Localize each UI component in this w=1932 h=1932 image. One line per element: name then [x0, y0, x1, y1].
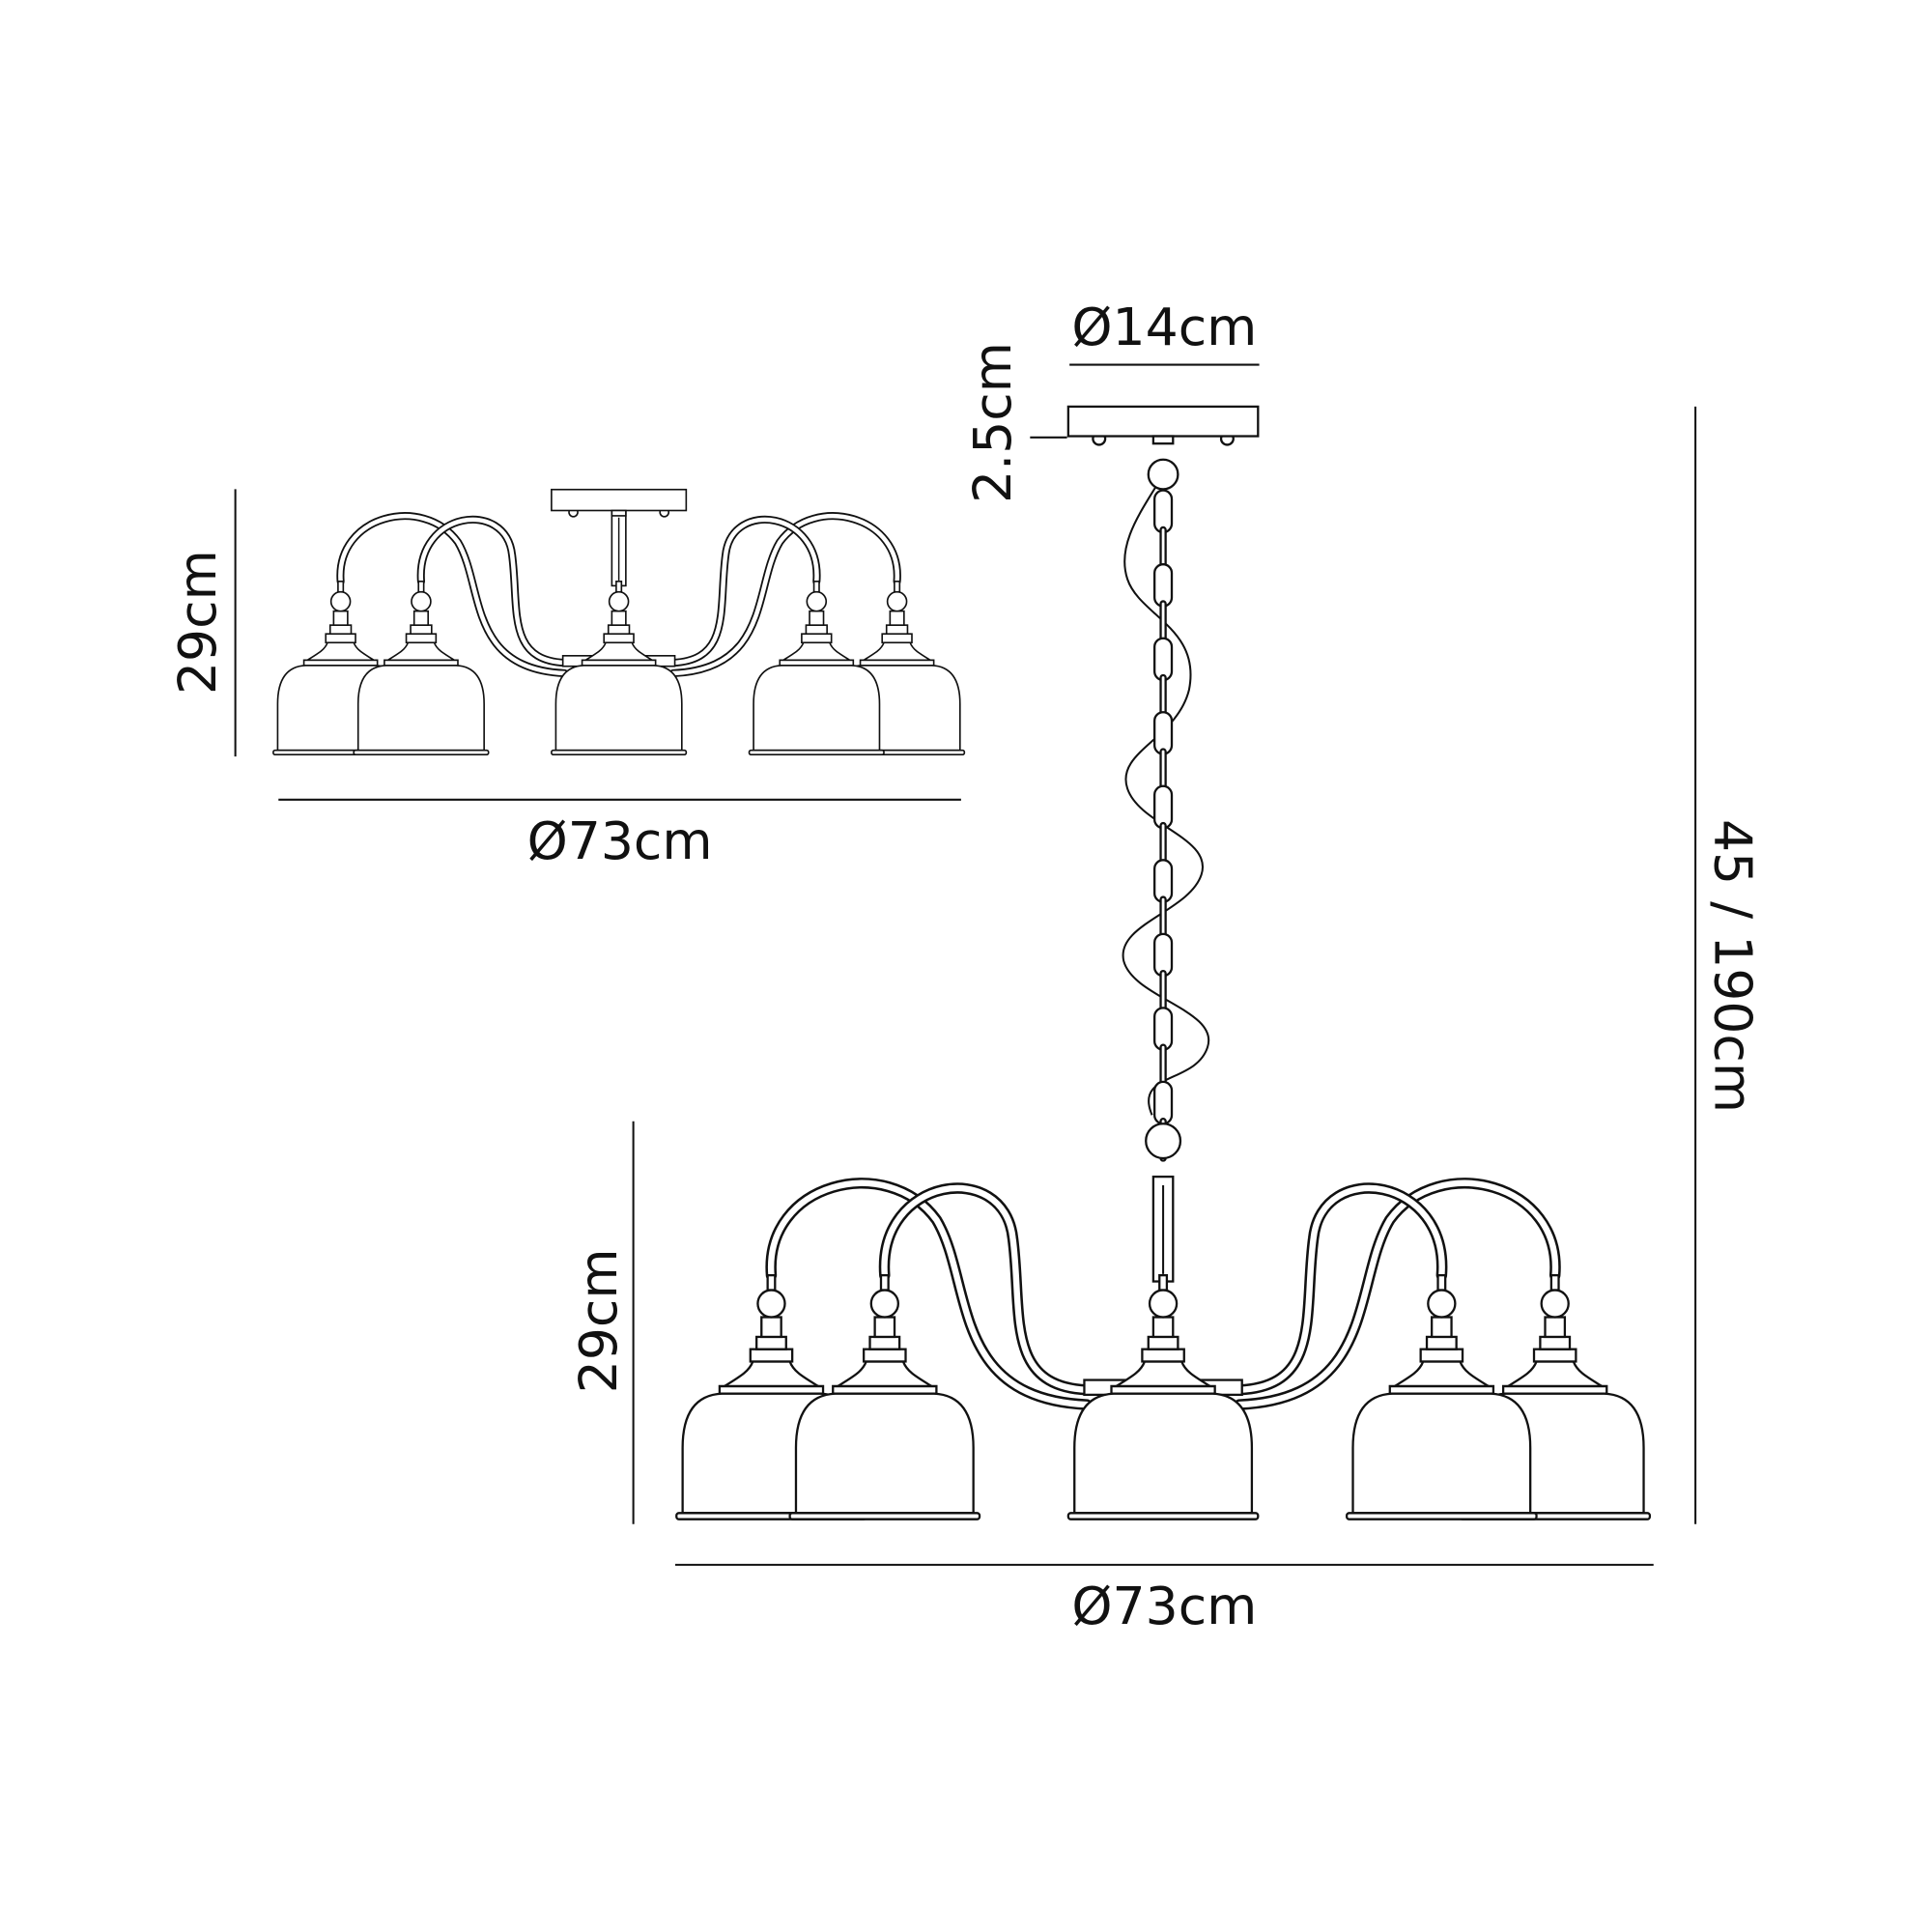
flush-diameter-label: Ø73cm [527, 810, 713, 871]
chain-link [1159, 1043, 1167, 1089]
chain-link [1159, 526, 1167, 571]
canopy-diameter-label: Ø14cm [1071, 297, 1257, 357]
flush-view: 29cm Ø73cm [167, 488, 964, 871]
overall-height-label: 45 / 190cm [1703, 819, 1764, 1113]
flush-fixture-illustration [273, 488, 964, 754]
pendant-view: Ø14cm 2.5cm 45 / 190cm 29cm Ø73cm [568, 297, 1764, 1636]
chain-link [1153, 1080, 1174, 1125]
chain-link [1159, 969, 1167, 1014]
chain-link [1153, 637, 1174, 682]
pendant-fixture-illustration [676, 405, 1650, 1520]
flush-height-label: 29cm [167, 550, 228, 695]
chain-link [1159, 748, 1167, 793]
chain-link [1159, 821, 1167, 867]
chain-link [1153, 563, 1174, 608]
pendant-diameter-label: Ø73cm [1071, 1576, 1257, 1636]
chain-link [1153, 859, 1174, 903]
chain-link [1153, 711, 1174, 755]
chain-link [1159, 673, 1167, 719]
chain-link [1153, 784, 1174, 830]
chain-link [1153, 932, 1174, 978]
body-height-label: 29cm [568, 1248, 629, 1393]
chain-link [1159, 895, 1167, 941]
chain-link [1153, 1007, 1174, 1051]
chain-link [1153, 489, 1174, 534]
canopy-height-label: 2.5cm [962, 342, 1023, 503]
chain-link [1159, 600, 1167, 644]
chain [1153, 489, 1174, 1162]
